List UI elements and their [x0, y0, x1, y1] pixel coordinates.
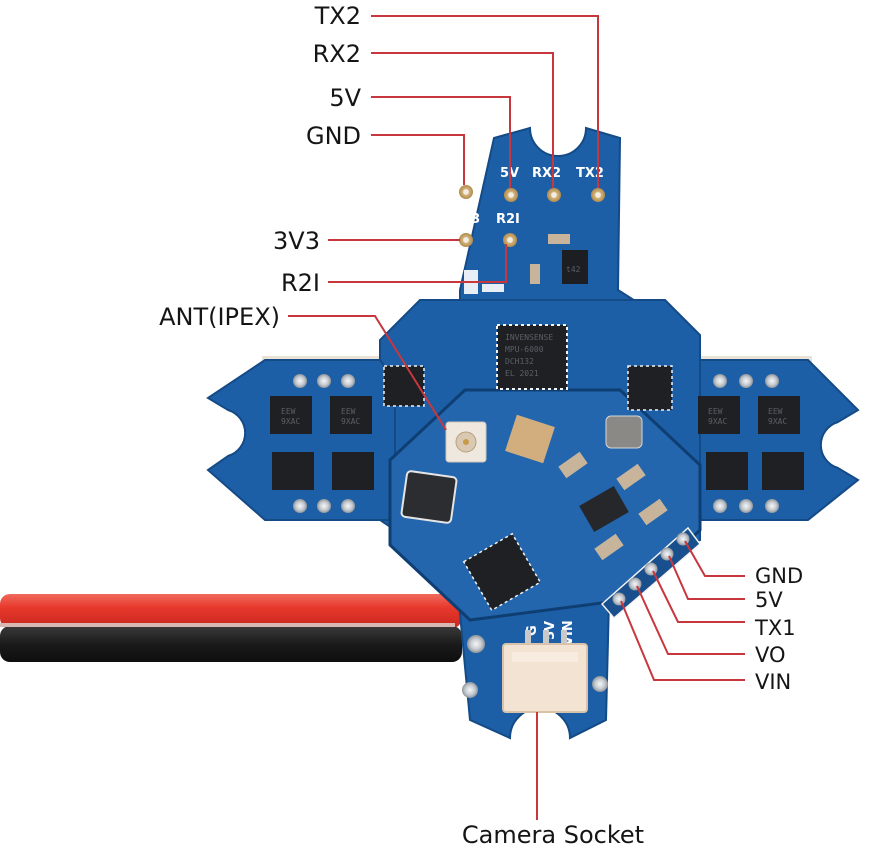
label-vin: VIN [755, 670, 791, 694]
mosfet-marking: 9XAC [768, 417, 787, 426]
imu-line-4: EL 2021 [505, 369, 539, 378]
regulator-chip [562, 250, 588, 284]
silk-r2i: R2I [496, 212, 520, 227]
label-rx2: RX2 [313, 40, 361, 68]
label-ant: ANT(IPEX) [159, 303, 280, 331]
mosfet-marking: 9XAC [708, 417, 727, 426]
pad-rx2 [547, 188, 561, 202]
inductor [400, 470, 458, 524]
leader-ant [288, 315, 447, 431]
pad-5v [504, 188, 518, 202]
right-mosfets: EEW 9XAC EEW 9XAC [627, 365, 804, 513]
wire-seam [0, 623, 455, 627]
leader-vin [620, 600, 745, 681]
left-mosfets: EEW 9XAC EEW 9XAC [270, 365, 425, 513]
shield-can [505, 414, 555, 464]
label-5v-right: 5V [755, 588, 783, 612]
leader-gnd-right [684, 540, 745, 577]
imu-chip: INVENSENSE MPU-6000 DCH132 EL 2021 [496, 324, 568, 390]
label-camera-socket: Camera Socket [462, 821, 644, 849]
pad-3v3 [459, 233, 473, 247]
mosfet-marking: EEW [341, 407, 356, 416]
mosfet-marking: EEW [281, 407, 296, 416]
buzzer [605, 415, 643, 449]
pad-tx2 [591, 188, 605, 202]
pad-vtx-vin [612, 592, 626, 606]
black-wire [0, 626, 462, 662]
leader-lines [288, 15, 745, 820]
pad-r2i [503, 233, 517, 247]
camera-connector: G 5V VIN [462, 620, 608, 713]
leader-tx2 [371, 15, 599, 188]
pin-labels: TX2 RX2 5V GND 3V3 R2I ANT(IPEX) GND 5V … [159, 2, 803, 849]
red-wire [0, 594, 462, 628]
pad-vtx-vo [628, 577, 642, 591]
silk-g: G [460, 166, 471, 181]
label-gnd-right: GND [755, 564, 803, 588]
leader-vo [636, 585, 745, 655]
silk-rx2: RX2 [532, 166, 561, 181]
vtx-components [400, 414, 702, 620]
label-3v3: 3V3 [273, 227, 320, 255]
leader-tx1 [652, 570, 745, 623]
imu-line-2: MPU-6000 [505, 345, 544, 354]
leader-5v-right [668, 555, 745, 600]
label-5v-top: 5V [329, 84, 361, 112]
pad-g [459, 185, 473, 199]
leader-rx2 [371, 52, 554, 188]
regulator-marking: t42 [566, 265, 581, 274]
silk-3v3: 3V3 [452, 212, 480, 227]
mosfet-marking: EEW [708, 407, 723, 416]
pad-vtx-5v [660, 547, 674, 561]
leader-5v [371, 96, 511, 188]
pcb-top-arm [459, 126, 693, 351]
pad-vtx-tx1 [644, 562, 658, 576]
label-gnd-top: GND [306, 122, 361, 150]
silk-tx2: TX2 [576, 166, 604, 181]
vtx-chip [462, 532, 542, 612]
label-tx2: TX2 [314, 2, 361, 30]
power-lead [0, 594, 462, 662]
imu-line-1: INVENSENSE [505, 333, 553, 342]
mosfet-marking: 9XAC [341, 417, 360, 426]
label-vo: VO [755, 643, 786, 667]
label-r2i: R2I [281, 269, 320, 297]
imu-line-3: DCH132 [505, 357, 534, 366]
silk-cam-g: G [525, 625, 540, 636]
leader-r2i [328, 244, 507, 283]
mosfet-marking: 9XAC [281, 417, 300, 426]
leader-gnd-top [371, 134, 465, 185]
label-tx1: TX1 [754, 616, 796, 640]
mosfet-marking: EEW [768, 407, 783, 416]
